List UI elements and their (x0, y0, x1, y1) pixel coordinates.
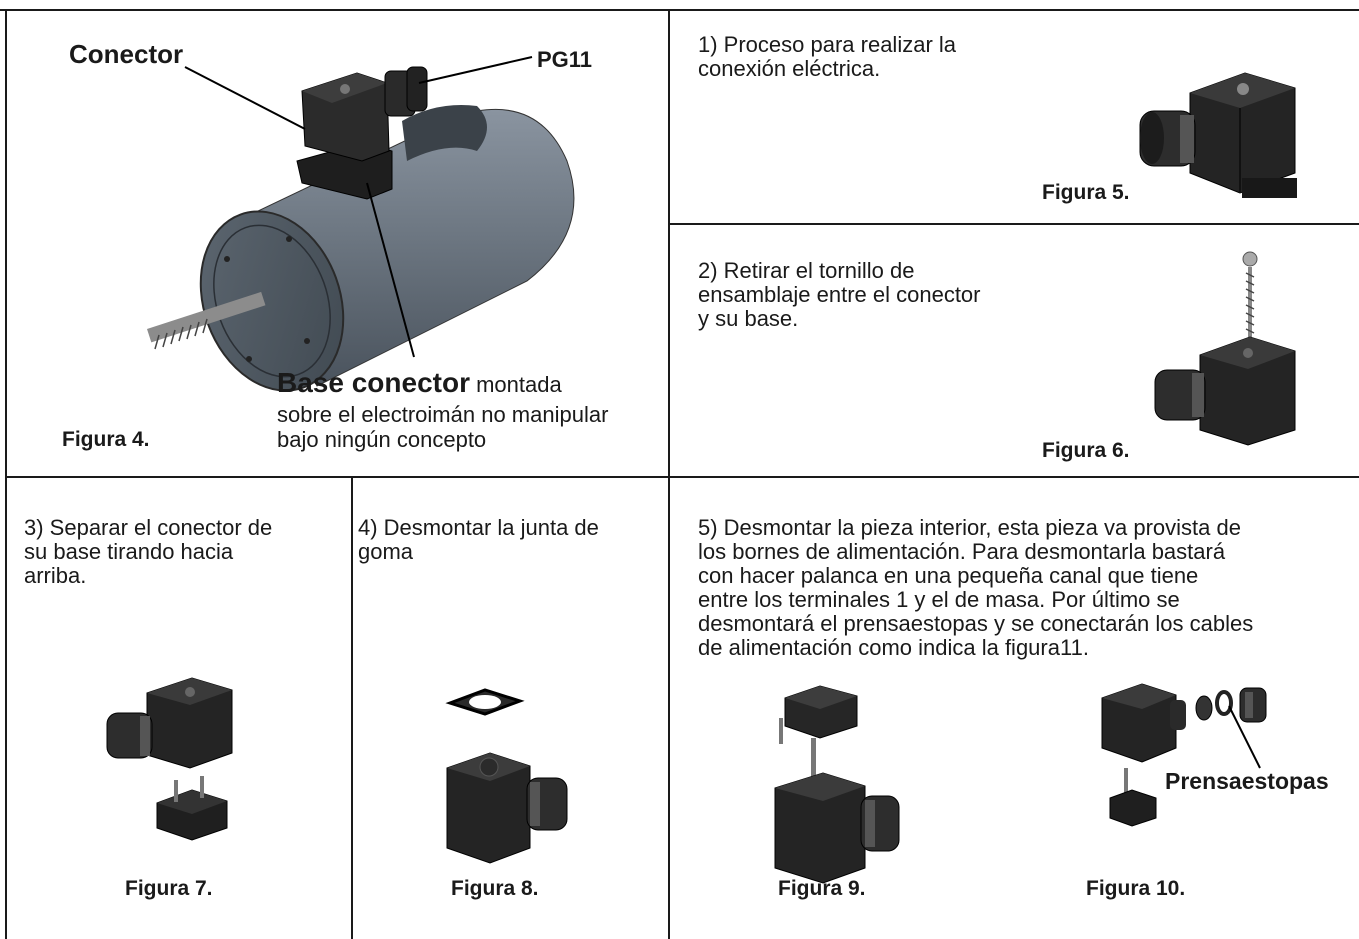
step-4-line1: 4) Desmontar la junta de (358, 515, 599, 540)
step-5-line4: entre los terminales 1 y el de masa. Por… (698, 587, 1180, 612)
step-3-cell: 3) Separar el conector de su base tirand… (7, 478, 351, 939)
threaded-rod (147, 291, 266, 350)
step-5-line2: los bornes de alimentación. Para desmont… (698, 539, 1226, 564)
figura-10-caption: Figura 10. (1086, 877, 1186, 900)
step-2-line3: y su base. (698, 306, 799, 331)
connector-figure-5 (1139, 72, 1297, 198)
border-top (0, 9, 1359, 11)
step-2-cell: 2) Retirar el tornillo de ensamblaje ent… (670, 225, 1359, 476)
base-conector-rest: montada (469, 372, 562, 397)
solenoid-illustration (147, 56, 575, 392)
figura-5-caption: Figura 5. (1042, 181, 1130, 204)
base-conector-text: Base conector montada (277, 369, 562, 397)
step-3-line3: arriba. (24, 563, 87, 588)
conector-label: Conector (69, 39, 184, 69)
figura-9-caption: Figura 9. (778, 877, 866, 900)
step-5-cell: 5) Desmontar la pieza interior, esta pie… (670, 478, 1359, 939)
connector-figure-10 (1101, 683, 1267, 827)
step-4-line2: goma (358, 539, 414, 564)
divider-middle-horizontal (5, 476, 1359, 478)
step-1-line1: 1) Proceso para realizar la (698, 32, 957, 57)
figura-7-caption: Figura 7. (125, 877, 213, 900)
connector-figure-6 (1154, 251, 1296, 446)
step-5-line5: desmontará el prensaestopas y se conecta… (698, 611, 1254, 636)
border-left (5, 9, 7, 939)
figura-6-caption: Figura 6. (1042, 439, 1130, 462)
step-1-cell: 1) Proceso para realizar la conexión elé… (670, 11, 1359, 223)
base-conector-line2: sobre el electroimán no manipular (277, 402, 609, 427)
step-2-line1: 2) Retirar el tornillo de (698, 258, 915, 283)
step-4-cell: 4) Desmontar la junta de goma Figura 8. (353, 478, 668, 939)
step-5-line3: con hacer palanca en una pequeña canal q… (698, 563, 1199, 588)
figura-8-caption: Figura 8. (451, 877, 539, 900)
connector-figure-9 (774, 685, 900, 884)
prensaestopas-label: Prensaestopas (1165, 768, 1329, 794)
divider-center-vertical (668, 9, 670, 939)
base-conector-bold: Base conector (277, 367, 470, 398)
divider-bottom-left-vertical (351, 476, 353, 939)
base-conector-line3: bajo ningún concepto (277, 427, 487, 452)
step-3-line1: 3) Separar el conector de (24, 515, 273, 540)
step-5-line6: de alimentación como indica la figura11. (698, 635, 1089, 660)
figure-4-cell: Conector PG11 (7, 11, 668, 476)
connector-figure-7 (106, 677, 233, 841)
step-5-line1: 5) Desmontar la pieza interior, esta pie… (698, 515, 1241, 540)
pg11-label: PG11 (537, 47, 593, 72)
figura-4-caption: Figura 4. (62, 428, 150, 451)
step-3-line2: su base tirando hacia (24, 539, 234, 564)
divider-right-upper-horizontal (668, 223, 1359, 225)
step-1-line2: conexión eléctrica. (698, 56, 881, 81)
step-2-line2: ensamblaje entre el conector (698, 282, 981, 307)
connector-figure-8 (445, 688, 568, 864)
